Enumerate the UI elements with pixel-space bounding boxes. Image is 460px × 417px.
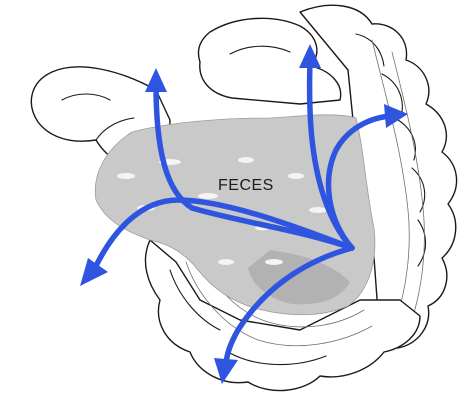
feces-label: FECES: [218, 177, 274, 194]
arrowhead-upper-left-icon: [145, 68, 167, 92]
arrowhead-left-icon: [80, 258, 108, 286]
